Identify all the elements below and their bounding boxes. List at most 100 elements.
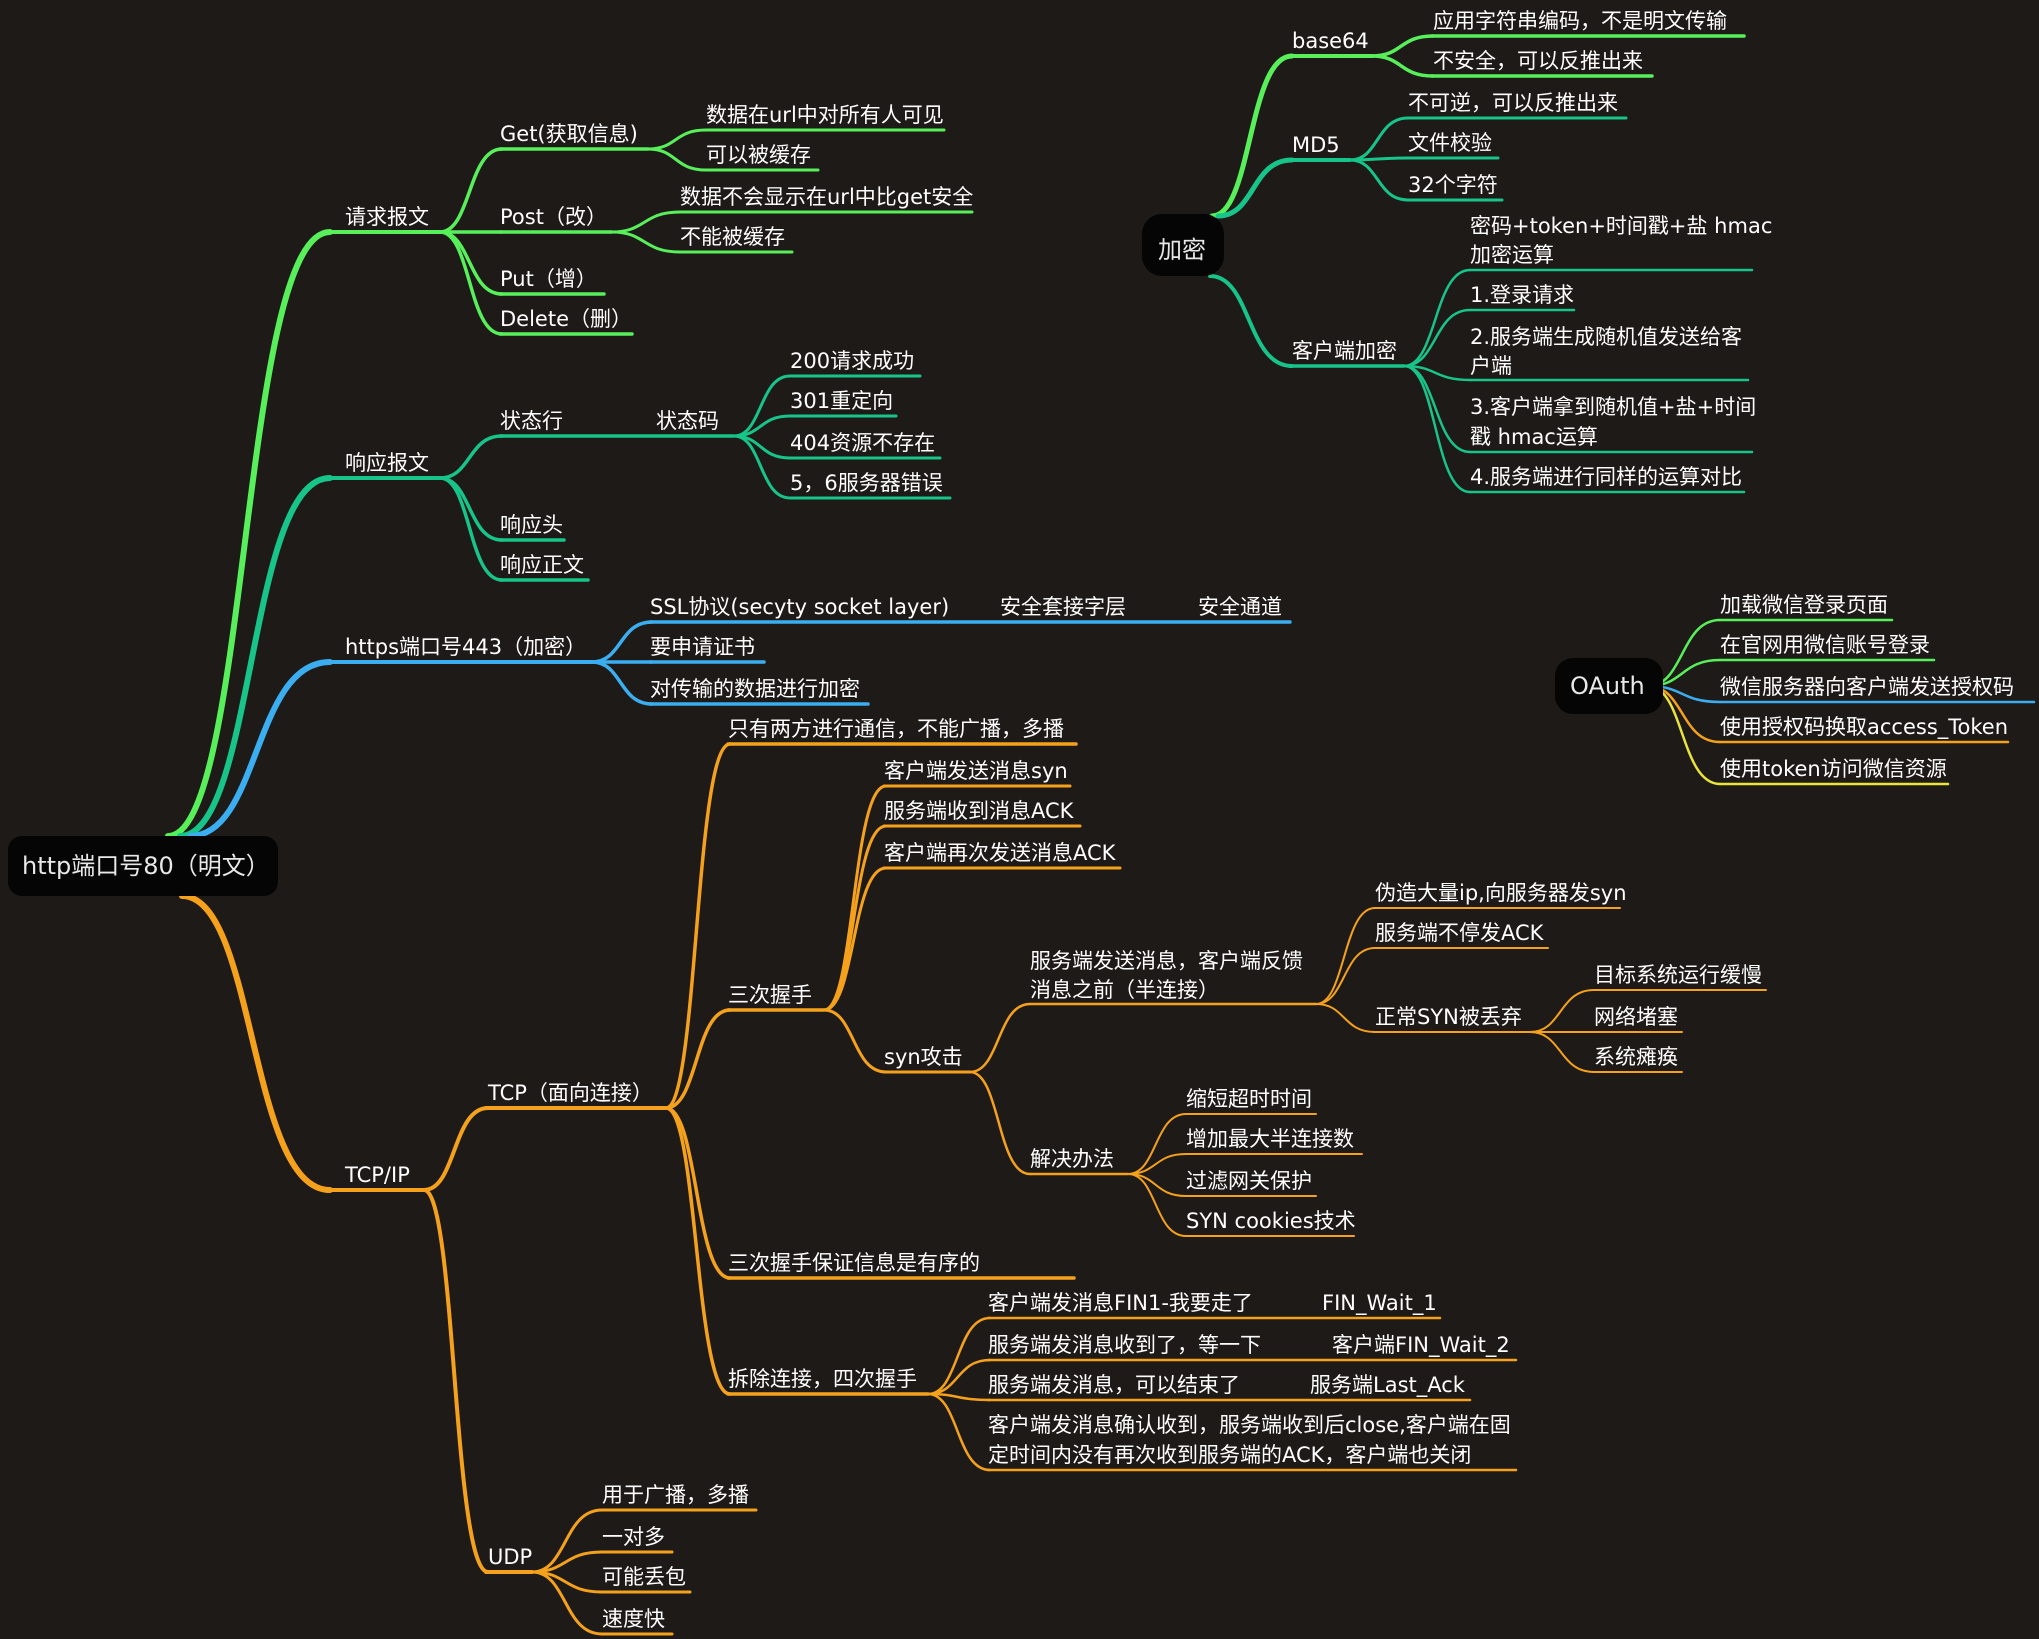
certificate: 要申请证书 (650, 635, 755, 659)
branch-line (438, 230, 504, 336)
teardown-state: 客户端FIN_Wait_2 (1332, 1333, 1510, 1358)
branch-line (1529, 989, 1595, 1033)
delete-method: Delete（删） (500, 307, 632, 331)
branch-line (822, 784, 888, 1012)
branch-line (1370, 34, 1435, 58)
udp-detail: 用于广播，多播 (602, 1483, 749, 1507)
half-open-item: 伪造大量ip,向服务器发syn (1375, 881, 1627, 905)
branch-line (968, 1002, 1032, 1074)
client-step: 户端 (1470, 354, 1512, 378)
branch-line (968, 1070, 1032, 1176)
branch-line (926, 1392, 992, 1402)
udp-detail: 速度快 (602, 1607, 665, 1631)
solution-item: 增加最大半连接数 (1186, 1127, 1354, 1151)
drop-effect: 目标系统运行缓慢 (1594, 963, 1762, 987)
get-detail: 数据在url中对所有人可见 (706, 103, 944, 127)
handshake-step: 客户端再次发送消息ACK (884, 841, 1117, 865)
branch-line (590, 660, 654, 706)
branch-line (822, 824, 888, 1012)
branch-line (610, 230, 682, 254)
teardown-final: 客户端发消息确认收到，服务端收到后close,客户端在固 (988, 1413, 1511, 1437)
branch-line (590, 620, 654, 664)
branch-line (530, 1570, 604, 1636)
branch-line (926, 1358, 992, 1396)
branch-line (187, 659, 333, 839)
handshake-ordered: 三次握手保证信息是有序的 (728, 1251, 980, 1275)
branch-line (1208, 274, 1294, 368)
base64-node: base64 (1292, 29, 1369, 53)
branch-line (664, 1008, 732, 1110)
request-message: 请求报文 (345, 205, 429, 229)
encryption-node[interactable] (1142, 214, 1224, 276)
post-detail: 不能被缓存 (680, 225, 785, 249)
syn-attack: syn攻击 (884, 1045, 963, 1069)
branch-line (422, 1106, 490, 1192)
https-node: https端口号443（加密） (345, 635, 586, 659)
solution-item: 过滤网关保护 (1186, 1169, 1312, 1193)
client-step: 密码+token+时间戳+盐 hmac (1470, 214, 1772, 238)
get-detail: 可以被缓存 (706, 143, 811, 167)
branch-line (822, 1008, 888, 1074)
tcp-detail: 只有两方进行通信，不能广播，多播 (728, 717, 1064, 741)
status-code-item: 301重定向 (790, 389, 893, 413)
solution-item: SYN cookies技术 (1186, 1209, 1356, 1233)
client-step: 加密运算 (1470, 243, 1554, 267)
udp-node: UDP (488, 1545, 532, 1569)
branch-line (1127, 1173, 1187, 1197)
status-code-item: 5，6服务器错误 (790, 471, 943, 495)
branch-line (422, 1188, 490, 1574)
handshake-step: 服务端收到消息ACK (884, 799, 1075, 823)
branch-line (1315, 1003, 1376, 1033)
branch-line (1370, 54, 1435, 78)
teardown-step: 客户端发消息FIN1-我要走了 (988, 1291, 1253, 1315)
ssl-protocol: SSL协议(secyty socket layer) (650, 595, 949, 619)
base64-detail: 不安全，可以反推出来 (1433, 49, 1643, 73)
three-way-handshake: 三次握手 (728, 983, 812, 1007)
post-method: Post（改） (500, 205, 607, 229)
oauth-step: 加载微信登录页面 (1720, 593, 1888, 617)
oauth-step: 在官网用微信账号登录 (1720, 633, 1930, 657)
branch-line (438, 147, 504, 234)
tcpip-node: TCP/IP (344, 1163, 410, 1187)
drop-effect: 网络堵塞 (1594, 1005, 1678, 1029)
branch-line (664, 742, 732, 1110)
md5-detail: 文件校验 (1408, 131, 1492, 155)
md5-detail: 不可逆，可以反推出来 (1408, 91, 1618, 115)
branch-line (1402, 268, 1472, 368)
encryption-label: 加密 (1158, 236, 1206, 264)
teardown-step: 服务端发消息，可以结束了 (988, 1373, 1240, 1397)
md5-detail: 32个字符 (1408, 173, 1498, 197)
response-body: 响应正文 (500, 553, 584, 577)
drop-effect: 系统瘫痪 (1594, 1045, 1678, 1069)
oauth-step: 微信服务器向客户端发送授权码 (1720, 675, 2014, 699)
handshake-step: 客户端发送消息syn (884, 759, 1068, 783)
branch-line (1209, 53, 1295, 219)
oauth-node[interactable] (1555, 658, 1663, 714)
ssl-layer: 安全套接字层 (1000, 595, 1126, 619)
syn-dropped: 正常SYN被丢弃 (1375, 1005, 1522, 1029)
branch-line (1127, 1173, 1187, 1237)
branch-line (1315, 947, 1376, 1005)
branch-line (1215, 157, 1295, 219)
root-node[interactable] (8, 836, 278, 896)
status-code-item: 200请求成功 (790, 349, 914, 373)
client-step: 3.客户端拿到随机值+盐+时间 (1470, 395, 1756, 419)
post-detail: 数据不会显示在url中比get安全 (680, 185, 973, 209)
tcp-node: TCP（面向连接） (487, 1081, 653, 1105)
oauth-step: 使用授权码换取access_Token (1720, 715, 2008, 740)
get-method: Get(获取信息) (500, 122, 638, 146)
branch-line (926, 1392, 992, 1472)
response-message: 响应报文 (345, 451, 429, 475)
branch-line (177, 475, 333, 839)
udp-detail: 可能丢包 (602, 1565, 686, 1589)
half-open: 服务端发送消息，客户端反馈 (1030, 949, 1303, 973)
branch-line (1315, 907, 1376, 1005)
branch-line (610, 210, 682, 234)
branch-line (1348, 116, 1410, 162)
teardown-state: 服务端Last_Ack (1310, 1373, 1466, 1398)
branch-lines (165, 34, 2036, 1636)
udp-detail: 一对多 (602, 1525, 665, 1549)
branch-line (165, 229, 333, 839)
